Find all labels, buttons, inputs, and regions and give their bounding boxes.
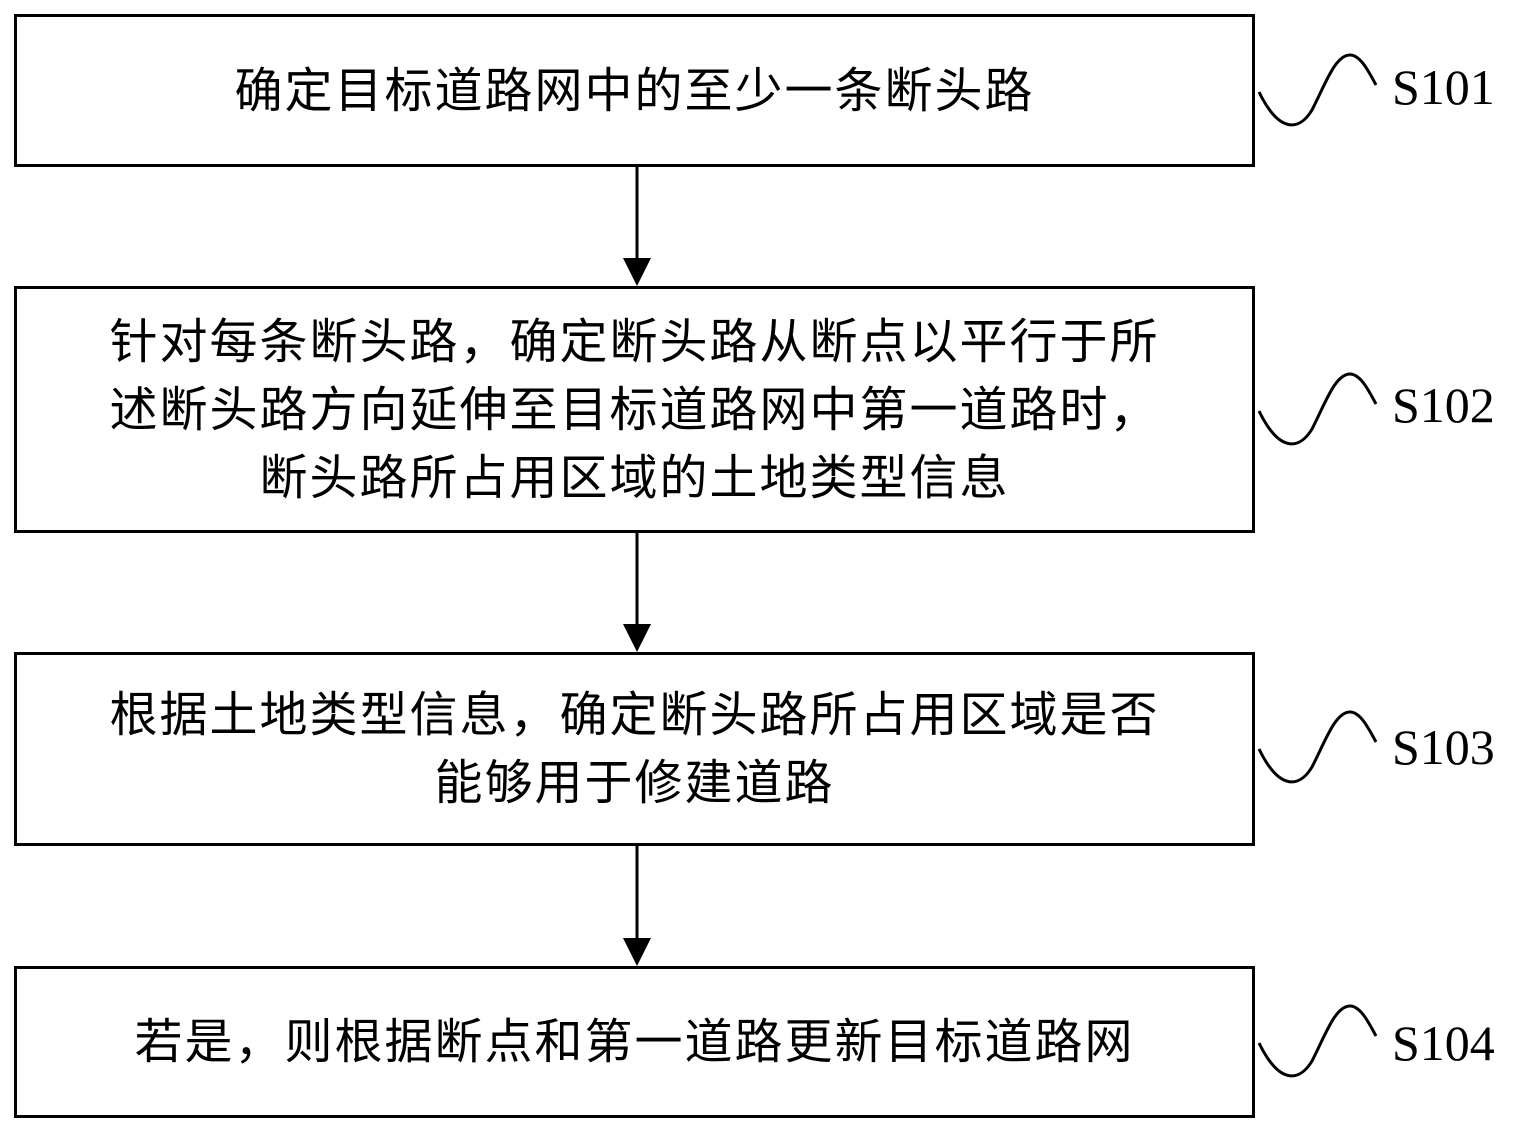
- step-box-s102: 针对每条断头路，确定断头路从断点以平行于所 述断头路方向延伸至目标道路网中第一道…: [14, 286, 1255, 533]
- step-label-s104: S104: [1392, 1015, 1495, 1071]
- step-text-s103: 根据土地类型信息，确定断头路所占用区域是否 能够用于修建道路: [109, 687, 1160, 811]
- step-text-s104: 若是，则根据断点和第一道路更新目标道路网: [134, 1014, 1135, 1070]
- step-box-s101: 确定目标道路网中的至少一条断头路: [14, 14, 1255, 167]
- step-label-s101: S101: [1392, 59, 1495, 115]
- step-label-s103: S103: [1392, 719, 1495, 775]
- step-label-s102: S102: [1392, 377, 1495, 433]
- squiggle-leader-s101: [1257, 53, 1378, 127]
- squiggle-leader-s102: [1257, 372, 1378, 446]
- arrow-s102-s103: [623, 533, 651, 652]
- step-box-s104: 若是，则根据断点和第一道路更新目标道路网: [14, 966, 1255, 1118]
- step-text-s102: 针对每条断头路，确定断头路从断点以平行于所 述断头路方向延伸至目标道路网中第一道…: [109, 313, 1160, 506]
- squiggle-leader-s104: [1257, 1004, 1378, 1078]
- step-box-s103: 根据土地类型信息，确定断头路所占用区域是否 能够用于修建道路: [14, 652, 1255, 846]
- arrow-s101-s102: [623, 167, 651, 286]
- step-text-s101: 确定目标道路网中的至少一条断头路: [234, 62, 1035, 119]
- squiggle-leader-s103: [1257, 710, 1378, 784]
- arrow-s103-s104: [623, 846, 651, 966]
